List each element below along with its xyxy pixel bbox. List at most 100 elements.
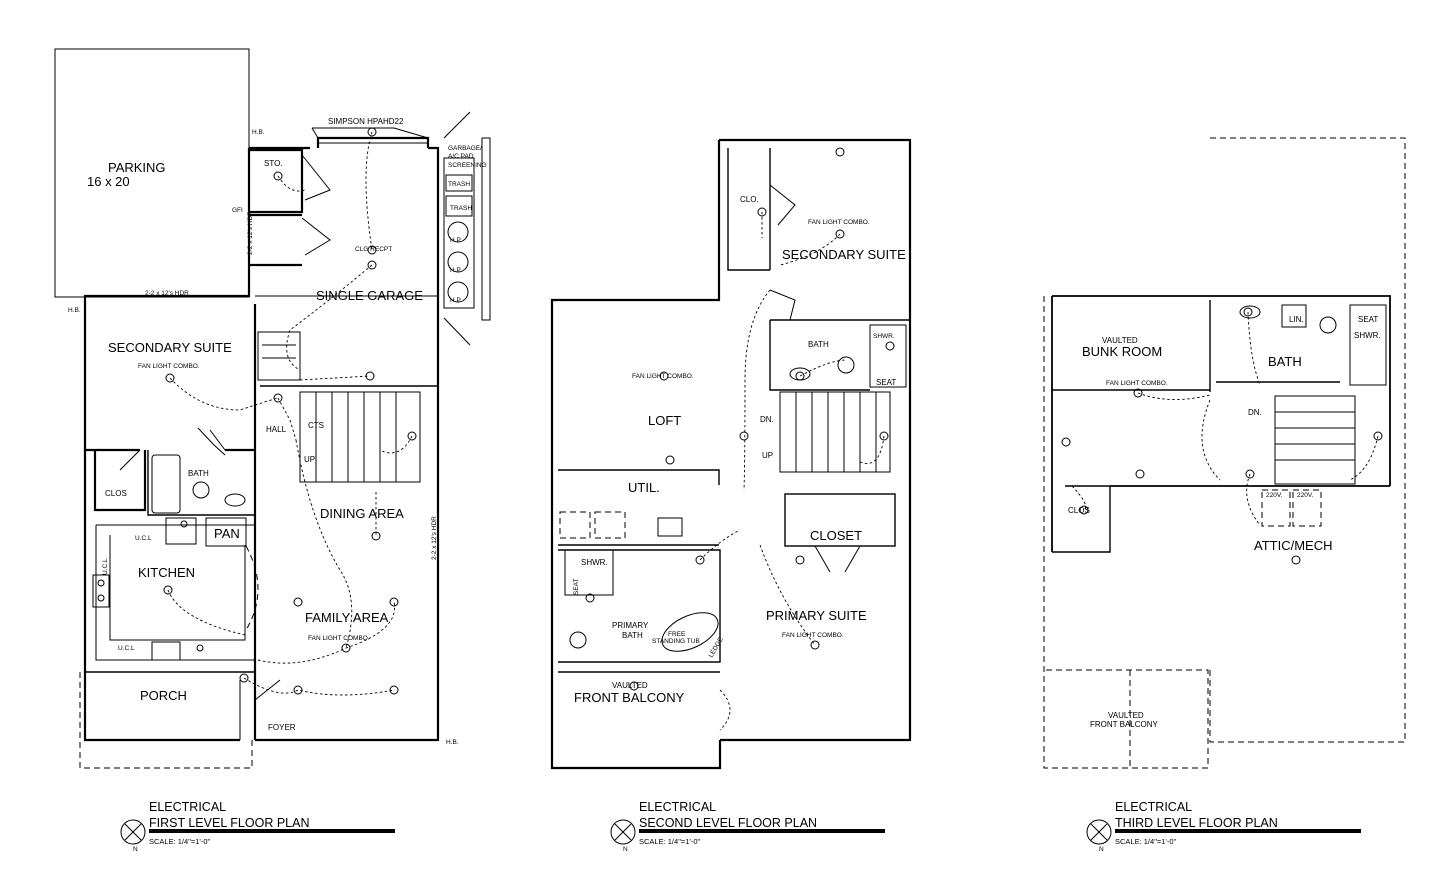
third-level-fixtures <box>1061 307 1383 565</box>
svg-text:GARBAGE/: GARBAGE/ <box>448 145 482 152</box>
svg-text:220V.: 220V. <box>1297 492 1314 499</box>
svg-text:SHWR.: SHWR. <box>873 333 895 340</box>
svg-text:FAN LIGHT COMBO.: FAN LIGHT COMBO. <box>808 219 870 226</box>
label-up-2: UP <box>762 451 773 460</box>
label-sto: STO. <box>264 159 283 168</box>
closet-2 <box>784 493 896 547</box>
label-parking: PARKING <box>108 160 166 175</box>
label-primary-bath-l1: PRIMARY <box>612 621 649 630</box>
title-third-level: THIRD LEVEL FLOOR PLAN <box>1115 816 1278 830</box>
label-family-area: FAMILY AREA <box>305 610 389 625</box>
range <box>92 574 110 608</box>
label-bath-3: BATH <box>1268 354 1302 369</box>
label-clos-3: CLOS <box>1068 506 1090 515</box>
first-level-plan: PARKING 16 x 20 SIMPSON HPAHD22 H.B. STO… <box>54 48 491 769</box>
label-hall: HALL <box>266 425 287 434</box>
svg-text:SCALE: 1/4"=1'-0": SCALE: 1/4"=1'-0" <box>639 837 701 846</box>
svg-text:FAN LIGHT COMBO.: FAN LIGHT COMBO. <box>782 632 844 639</box>
svg-text:SCREENING: SCREENING <box>448 162 487 169</box>
svg-text:SHWR.: SHWR. <box>1354 331 1381 340</box>
label-attic-mech: ATTIC/MECH <box>1254 538 1332 553</box>
label-clos: CLOS <box>105 489 127 498</box>
svg-text:H.P.: H.P. <box>450 237 462 244</box>
svg-text:U.C.L: U.C.L <box>118 645 135 652</box>
svg-text:H.B.: H.B. <box>252 129 265 136</box>
label-secondary-suite-2: SECONDARY SUITE <box>782 247 906 262</box>
svg-text:ELECTRICAL: ELECTRICAL <box>149 800 226 814</box>
label-loft: LOFT <box>648 413 681 428</box>
second-level-stairs <box>779 391 891 473</box>
svg-text:ELECTRICAL: ELECTRICAL <box>1115 800 1192 814</box>
svg-text:SCALE: 1/4"=1'-0": SCALE: 1/4"=1'-0" <box>1115 837 1177 846</box>
label-cts: CTS <box>308 421 324 430</box>
label-front-balcony-3: FRONT BALCONY <box>1090 720 1159 729</box>
garage-walls <box>83 146 440 742</box>
label-up: UP <box>304 455 315 464</box>
label-dn-2: DN. <box>760 415 774 424</box>
svg-text:FAN LIGHT COMBO.: FAN LIGHT COMBO. <box>632 373 694 380</box>
svg-text:H.P.: H.P. <box>450 297 462 304</box>
title-block-second: N ELECTRICAL SECOND LEVEL FLOOR PLAN SCA… <box>610 800 885 853</box>
svg-text:U.C.L: U.C.L <box>102 558 109 575</box>
svg-text:H.B.: H.B. <box>68 307 81 314</box>
svg-text:TRASH: TRASH <box>450 205 472 212</box>
svg-text:TRASH: TRASH <box>448 181 470 188</box>
bathtub <box>151 454 181 514</box>
svg-text:LEDGE: LEDGE <box>708 636 725 659</box>
title-first-level: FIRST LEVEL FLOOR PLAN <box>149 816 309 830</box>
svg-text:LIN.: LIN. <box>1289 315 1304 324</box>
storage-room <box>249 148 304 214</box>
first-level-stairs <box>299 391 421 483</box>
svg-text:2-2 x 12's HDR: 2-2 x 12's HDR <box>247 211 254 255</box>
title-block-third: N ELECTRICAL THIRD LEVEL FLOOR PLAN SCAL… <box>1086 800 1361 853</box>
first-level-circuits <box>167 131 413 696</box>
svg-text:CLG RECPT: CLG RECPT <box>355 246 392 253</box>
freestanding-tub <box>661 612 719 652</box>
label-porch: PORCH <box>140 688 187 703</box>
label-dining-area: DINING AREA <box>320 506 404 521</box>
label-primary-suite: PRIMARY SUITE <box>766 608 867 623</box>
svg-text:N: N <box>623 846 628 853</box>
porch-outline <box>79 672 253 769</box>
svg-text:N: N <box>1099 846 1104 853</box>
note-simpson: SIMPSON HPAHD22 <box>328 117 404 126</box>
kitchen-counters <box>95 524 255 661</box>
svg-text:SEAT: SEAT <box>876 378 896 387</box>
svg-text:SEAT: SEAT <box>573 578 580 595</box>
svg-text:2-2 x 12's HDR: 2-2 x 12's HDR <box>431 516 438 560</box>
svg-text:220V.: 220V. <box>1266 492 1283 499</box>
garbage-screen <box>443 157 475 309</box>
third-level-circuits <box>1071 311 1379 526</box>
svg-text:ELECTRICAL: ELECTRICAL <box>639 800 716 814</box>
label-primary-bath-l2: BATH <box>622 631 643 640</box>
svg-text:A/C PAD: A/C PAD <box>448 153 474 160</box>
label-bath1: BATH <box>188 469 209 478</box>
svg-text:2-2 x 12's HDR: 2-2 x 12's HDR <box>145 290 189 297</box>
label-secondary-suite: SECONDARY SUITE <box>108 340 232 355</box>
svg-text:FAN LIGHT COMBO.: FAN LIGHT COMBO. <box>1106 380 1168 387</box>
label-kitchen: KITCHEN <box>138 565 195 580</box>
third-level-plan: VAULTED BUNK ROOM FAN LIGHT COMBO. LIN. … <box>1043 137 1406 769</box>
svg-text:VAULTED: VAULTED <box>1108 711 1144 720</box>
clos-room <box>93 450 147 512</box>
label-bath-2: BATH <box>808 340 829 349</box>
label-dn-3: DN. <box>1248 408 1262 417</box>
svg-text:VAULTED: VAULTED <box>1102 336 1138 345</box>
label-parking-size: 16 x 20 <box>87 174 130 189</box>
label-clo-2: CLO. <box>740 195 759 204</box>
svg-text:SHWR.: SHWR. <box>581 558 608 567</box>
svg-text:U.C.L: U.C.L <box>135 535 152 542</box>
third-level-stairs <box>1274 395 1356 485</box>
svg-text:H.P.: H.P. <box>450 267 462 274</box>
third-level-walls <box>1051 295 1391 552</box>
title-block-first: N ELECTRICAL FIRST LEVEL FLOOR PLAN SCAL… <box>120 800 395 853</box>
svg-text:GFI: GFI <box>232 207 243 214</box>
second-level-fixtures <box>585 147 895 691</box>
svg-text:SEAT: SEAT <box>1358 315 1378 324</box>
label-closet: CLOSET <box>810 528 862 543</box>
second-level-circuits <box>699 212 885 731</box>
first-level-fixtures <box>163 127 417 695</box>
label-util: UTIL. <box>628 480 660 495</box>
svg-text:FAN LIGHT COMBO.: FAN LIGHT COMBO. <box>138 363 200 370</box>
